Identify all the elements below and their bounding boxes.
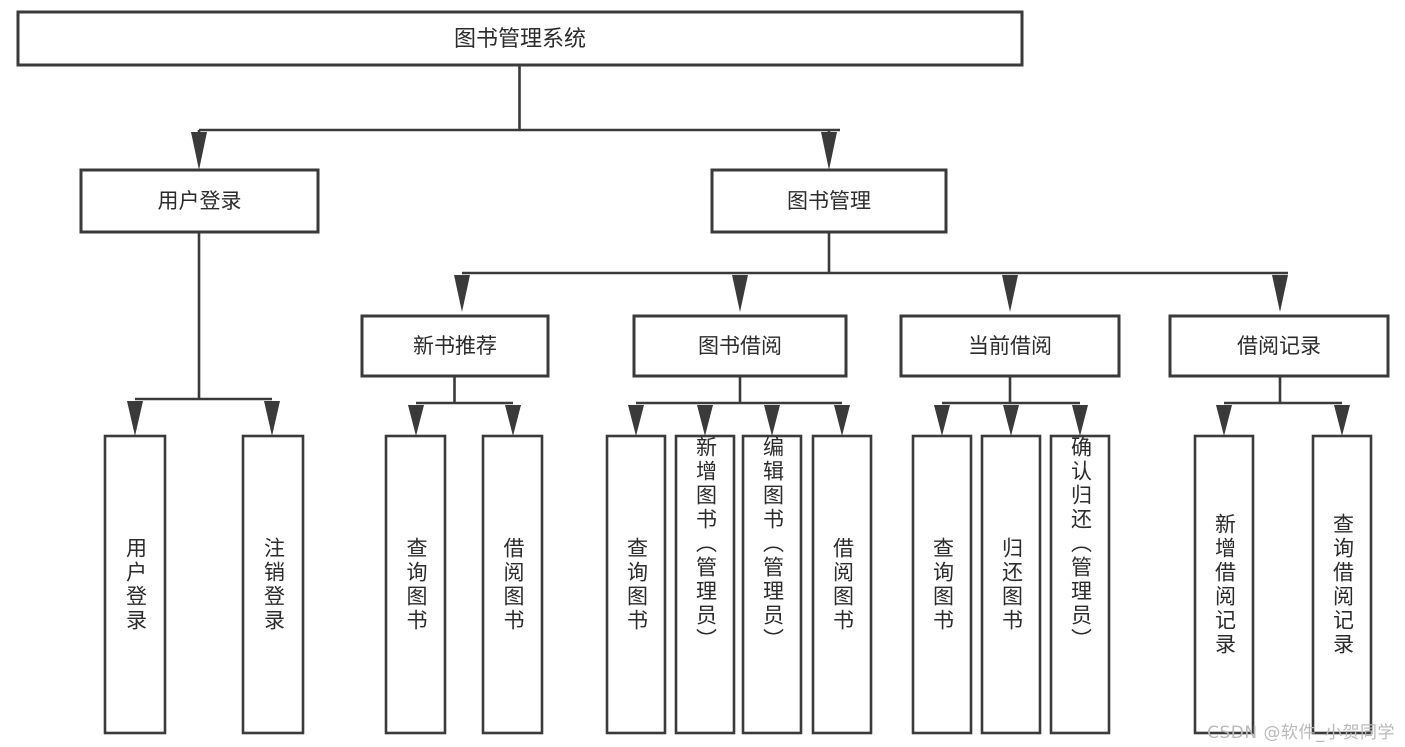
arrow-head-borrowrecord-leaf-1 (1216, 405, 1232, 436)
node-root-system[interactable]: 图书管理系统 (16, 10, 1024, 67)
node-current-borrow-label: 当前借阅 (968, 334, 1052, 358)
leaf-box-edit-book-admin[interactable] (741, 434, 803, 735)
node-root-box[interactable] (16, 10, 1024, 67)
node-current-borrow[interactable]: 当前借阅 (899, 314, 1121, 378)
connectors-user-login-level (127, 232, 280, 436)
arrow-head-borrowrecord-leaf-2 (1334, 405, 1350, 436)
leaf-box-user-login[interactable] (103, 434, 167, 735)
arrow-head-currentborrow-leaf-2 (1003, 405, 1019, 436)
node-current-borrow-box[interactable] (899, 314, 1121, 378)
connectors-borrow-record-group (1216, 376, 1350, 436)
leaf-box-query-book-1[interactable] (384, 434, 447, 735)
arrow-head-newbook-leaf-2 (505, 405, 521, 436)
leaf-box-borrow-book-1[interactable] (481, 434, 544, 735)
arrow-head-to-book-manage (821, 132, 837, 170)
arrow-head-currentborrow-leaf-1 (934, 405, 950, 436)
arrow-head-currentborrow-leaf-3 (1072, 405, 1088, 436)
node-borrow-record[interactable]: 借阅记录 (1168, 314, 1390, 378)
node-user-login-label: 用户登录 (158, 189, 242, 213)
leaf-box-query-book-2[interactable] (605, 434, 667, 735)
arrow-head-leaf-logout (264, 401, 280, 436)
leaf-box-add-book-admin[interactable] (674, 434, 736, 735)
leaf-boxes-new-book-recommend (384, 434, 544, 735)
arrow-head-bookborrow-leaf-1 (628, 405, 644, 436)
leaf-box-confirm-return-admin[interactable] (1049, 434, 1111, 735)
connectors-book-manage-level (454, 232, 1288, 312)
node-book-borrow[interactable]: 图书借阅 (632, 314, 848, 378)
arrow-head-bookborrow-leaf-4 (834, 405, 850, 436)
leaf-boxes-book-borrow (605, 434, 873, 735)
arrow-head-to-book-borrow (732, 275, 748, 312)
leaf-box-borrow-book-2[interactable] (811, 434, 873, 735)
leaf-box-query-book-3[interactable] (911, 434, 973, 735)
leaf-box-add-borrow-record[interactable] (1193, 434, 1255, 735)
leaf-box-return-book[interactable] (980, 434, 1042, 735)
leaf-box-logout-login[interactable] (241, 434, 305, 735)
node-borrow-record-box[interactable] (1168, 314, 1390, 378)
arrow-head-newbook-leaf-1 (408, 405, 424, 436)
connectors-root-level (191, 65, 840, 170)
node-new-book-recommend-label: 新书推荐 (413, 334, 497, 358)
leaf-boxes-user-login (103, 434, 305, 735)
leaf-boxes-borrow-record (1193, 434, 1373, 735)
node-book-manage[interactable]: 图书管理 (710, 168, 948, 234)
arrow-head-bookborrow-leaf-3 (764, 405, 780, 436)
leaf-boxes-current-borrow (911, 434, 1111, 735)
connectors-current-borrow-group (934, 376, 1088, 436)
node-root-label: 图书管理系统 (454, 27, 586, 52)
connectors-book-borrow-group (628, 376, 850, 436)
connectors-new-book-group (408, 376, 521, 436)
arrow-head-leaf-user-login (127, 401, 143, 436)
csdn-watermark: CSDN @软件_小贺同学 (1207, 723, 1395, 743)
node-user-login[interactable]: 用户登录 (79, 168, 320, 234)
leaf-box-query-borrow-record[interactable] (1311, 434, 1373, 735)
arrow-head-bookborrow-leaf-2 (697, 405, 713, 436)
node-user-login-box[interactable] (79, 168, 320, 234)
node-book-borrow-box[interactable] (632, 314, 848, 378)
node-new-book-recommend[interactable]: 新书推荐 (360, 314, 550, 378)
node-book-manage-label: 图书管理 (787, 189, 871, 213)
arrow-head-to-current-borrow (1002, 275, 1018, 312)
arrow-head-to-borrow-record (1272, 275, 1288, 312)
node-book-borrow-label: 图书借阅 (698, 334, 782, 358)
node-borrow-record-label: 借阅记录 (1237, 334, 1321, 358)
arrow-head-to-new-book (454, 275, 470, 312)
node-new-book-recommend-box[interactable] (360, 314, 550, 378)
node-book-manage-box[interactable] (710, 168, 948, 234)
arrow-head-to-user-login (191, 132, 207, 170)
